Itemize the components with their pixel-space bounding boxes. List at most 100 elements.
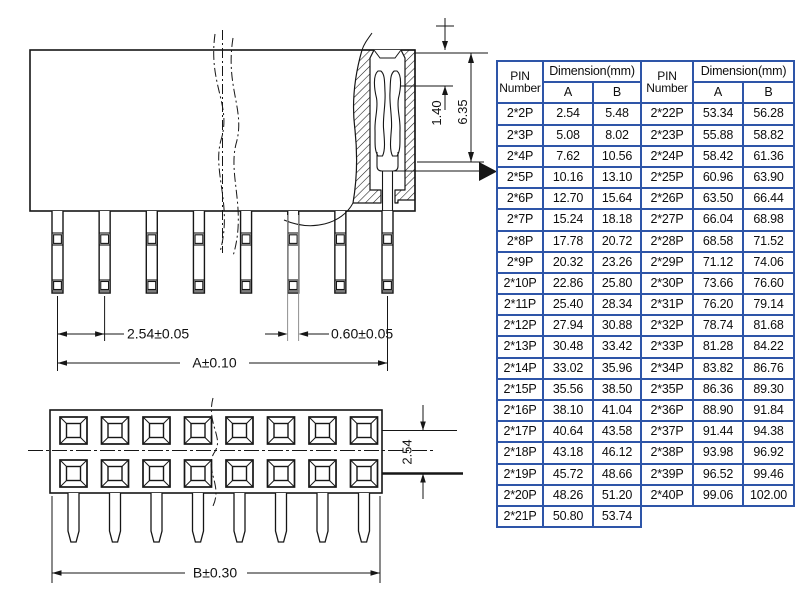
pin-number-cell: 2*35P	[640, 377, 694, 402]
dimension-value-cell: 56.28	[742, 102, 795, 126]
dimension-value-cell: 76.60	[742, 271, 795, 296]
dimension-value-cell: 25.80	[592, 271, 642, 296]
pin-number-cell: 2*20P	[496, 483, 544, 507]
pin-number-cell: 2*10P	[496, 271, 544, 296]
dimension-value-cell: 84.22	[742, 335, 795, 359]
dimension-value-cell: 23.26	[592, 250, 642, 274]
pin-number-cell: 2*9P	[496, 250, 544, 274]
socket-hole	[349, 459, 379, 488]
socket-hole	[59, 416, 88, 445]
dimension-value-cell: 30.88	[592, 314, 642, 338]
dimension-value-cell: 45.72	[542, 462, 594, 486]
dimension-value-cell: 68.98	[742, 208, 795, 232]
dimension-value-cell: 5.08	[542, 123, 594, 147]
dimension-value-cell: 43.18	[542, 441, 594, 465]
dimension-value-cell: 53.74	[592, 504, 642, 529]
dim-a-label: A±0.10	[192, 355, 236, 371]
pin-number-cell: 2*36P	[640, 398, 694, 423]
pin-number-cell: 2*23P	[640, 123, 694, 147]
dimension-value-cell: 33.42	[592, 335, 642, 359]
dimension-value-cell: 55.88	[692, 123, 744, 147]
dimension-value-cell: 58.42	[692, 144, 744, 168]
pin-number-cell: 2*26P	[640, 187, 694, 211]
dimension-value-cell: 96.52	[692, 462, 744, 486]
dimension-value-cell: 50.80	[542, 504, 594, 529]
dimension-value-cell: 86.76	[742, 356, 795, 380]
dim-b-label: B±0.30	[193, 565, 237, 581]
header-pin-front	[67, 492, 80, 543]
dimension-value-cell: 27.94	[542, 314, 594, 338]
header-pin-front	[316, 492, 329, 543]
dimension-value-cell: 74.06	[742, 250, 795, 274]
dim-pin-width: 0.60±0.05	[265, 215, 393, 342]
dimension-value-cell: 20.32	[542, 250, 594, 274]
dimension-value-cell: 46.12	[592, 441, 642, 465]
front-view: 2.54 B±0.30	[28, 397, 463, 583]
dimension-value-cell: 61.36	[742, 144, 795, 168]
dimension-value-cell: 38.10	[542, 398, 594, 423]
dimension-value-cell: 63.90	[742, 165, 795, 190]
header-pin-front	[191, 492, 205, 543]
col-b-header: B	[742, 81, 795, 105]
header-pin-front	[108, 492, 122, 543]
pin-number-header: PIN Number	[496, 59, 544, 105]
col-a-header: A	[542, 81, 594, 105]
dimension-value-cell: 102.00	[742, 483, 795, 507]
pin-number-cell: 2*27P	[640, 208, 694, 232]
socket-hole	[308, 459, 337, 488]
dimension-value-cell: 20.72	[592, 229, 642, 253]
dimension-value-cell: 86.36	[692, 377, 744, 402]
dim-pitch-label: 2.54±0.05	[127, 326, 189, 342]
dimension-header-left: Dimension(mm)	[542, 59, 642, 84]
dimension-value-cell: 76.20	[692, 293, 744, 317]
front-break-line	[210, 397, 219, 509]
pin-number-cell: 2*38P	[640, 441, 694, 465]
socket-hole	[100, 459, 130, 488]
dimension-value-cell: 7.62	[542, 144, 594, 168]
pin-number-cell: 2*8P	[496, 229, 544, 253]
header-pin-front	[274, 492, 288, 543]
dimension-value-cell: 71.52	[742, 229, 795, 253]
socket-hole	[59, 459, 88, 488]
socket-hole	[183, 416, 213, 445]
header-pin-side	[239, 210, 253, 294]
dim-6-35: 6.35	[415, 52, 488, 163]
break-lines	[213, 30, 240, 257]
pin-number-cell: 2*34P	[640, 356, 694, 380]
dim-6-35-label: 6.35	[455, 99, 470, 124]
dimension-value-cell: 99.46	[742, 462, 795, 486]
dimension-value-cell: 35.96	[592, 356, 642, 380]
dimension-header-right: Dimension(mm)	[692, 59, 795, 84]
dimension-value-cell: 60.96	[692, 165, 744, 190]
dim-pitch: 2.54±0.05	[57, 296, 189, 371]
dimension-value-cell	[743, 506, 794, 527]
dim-b: B±0.30	[51, 496, 381, 583]
pin-number-cell: 2*30P	[640, 271, 694, 296]
pin-number-cell: 2*32P	[640, 314, 694, 338]
dimension-value-cell: 73.66	[692, 271, 744, 296]
hatched-wall-right	[394, 49, 416, 204]
pin-number-cell: 2*14P	[496, 356, 544, 380]
dim-pin-width-label: 0.60±0.05	[331, 326, 393, 342]
pin-number-cell: 2*19P	[496, 462, 544, 486]
pin-number-cell: 2*33P	[640, 335, 694, 359]
dimension-value-cell: 83.82	[692, 356, 744, 380]
dim-row-pitch: 2.54	[382, 405, 463, 499]
header-pin-side	[334, 210, 347, 294]
header-pin-front	[233, 492, 246, 543]
socket-hole	[266, 459, 296, 488]
pin-number-cell: 2*4P	[496, 144, 544, 168]
